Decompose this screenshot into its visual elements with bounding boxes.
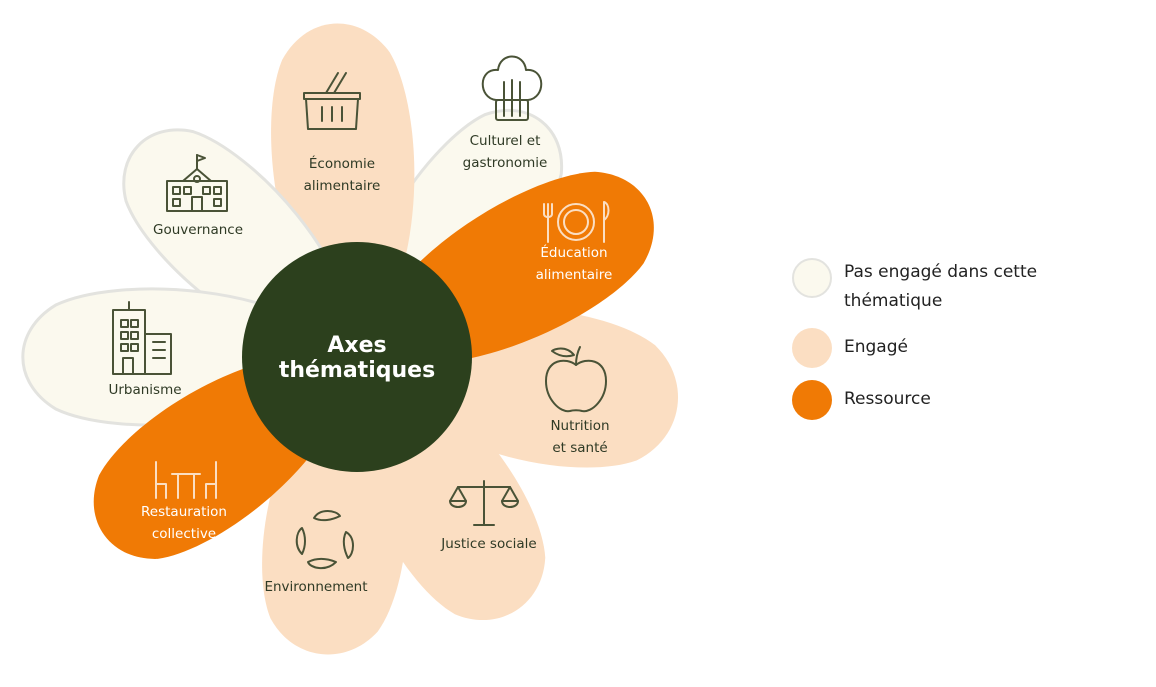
petal-label-nutrition: Nutrition et santé [550, 418, 609, 456]
petal-label-environnement: Environnement [264, 579, 367, 595]
plate-cutlery-icon [543, 201, 610, 243]
petal-label-line: alimentaire [304, 178, 381, 194]
legend-item-resource: Ressource [792, 380, 1112, 420]
legend-item-not-engaged: Pas engagé dans cette thématique [792, 258, 1112, 316]
petal-label-line: Économie [309, 155, 375, 172]
legend-dot-not-engaged [792, 258, 832, 298]
petal-label-culturel: Culturel et gastronomie [463, 133, 548, 171]
petal-label-line: collective [152, 526, 216, 542]
petal-label-restauration: Restauration collective [141, 504, 227, 542]
petal-label-line: gastronomie [463, 155, 548, 171]
petal-label-economie: Économie alimentaire [304, 155, 381, 194]
table-chairs-icon [155, 461, 217, 499]
petal-label-line: Gouvernance [153, 222, 243, 238]
legend-dot-resource [792, 380, 832, 420]
petal-label-line: Culturel et [470, 133, 541, 149]
petal-label-education: Éducation alimentaire [536, 244, 613, 283]
chef-hat-icon [481, 55, 543, 121]
apple-icon [545, 346, 607, 413]
petal-label-justice: Justice sociale [440, 536, 536, 552]
petal-label-line: Restauration [141, 504, 227, 520]
petal-label-line: Nutrition [550, 418, 609, 434]
petal-label-line: Urbanisme [108, 382, 181, 398]
petal-label-line: Justice sociale [440, 536, 536, 552]
legend: Pas engagé dans cette thématique Engagé … [792, 258, 1112, 432]
petal-label-line: alimentaire [536, 267, 613, 283]
town-hall-icon [166, 154, 228, 212]
legend-dot-engaged [792, 328, 832, 368]
scale-icon [449, 480, 519, 526]
petal-label-line: Éducation [540, 244, 607, 261]
center-title-line2: thématiques [279, 358, 435, 383]
legend-item-engaged: Engagé [792, 328, 1112, 368]
petal-label-urbanisme: Urbanisme [108, 382, 181, 398]
legend-label-not-engaged: Pas engagé dans cette thématique [844, 262, 1038, 311]
basket-icon [303, 72, 361, 130]
buildings-icon [112, 301, 172, 375]
legend-label-resource: Ressource [844, 389, 931, 409]
petal-label-line: et santé [552, 440, 607, 456]
leaves-cycle-icon [295, 510, 354, 569]
center-title-line1: Axes [327, 333, 386, 358]
center-disc [242, 242, 472, 472]
legend-label-engaged: Engagé [844, 337, 908, 357]
thematic-flower-diagram: Culturel et gastronomie Économie alimentair… [21, 23, 678, 655]
petal-label-line: Environnement [264, 579, 367, 595]
petal-label-gouvernance: Gouvernance [153, 222, 243, 238]
